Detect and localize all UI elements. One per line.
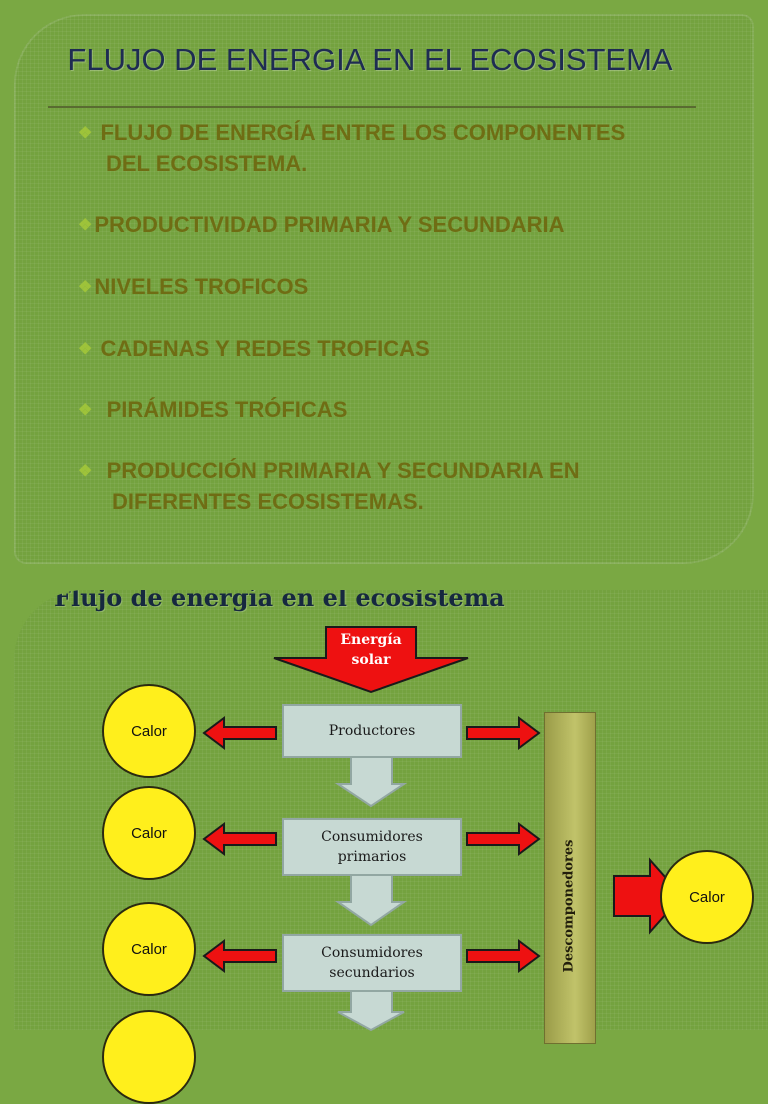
solar-energy-arrow-icon — [273, 626, 469, 694]
solar-energy-line-1: Energía — [340, 632, 402, 648]
level-consumidores-secundarios-line-1: Consumidores — [321, 945, 423, 961]
title-divider — [48, 106, 696, 108]
bullet-diamond-icon: ❖ — [78, 402, 93, 419]
bullet-3: ❖NIVELES TROFICOS — [78, 272, 308, 303]
bullet-4: ❖ CADENAS Y REDES TROFICAS — [78, 334, 430, 365]
solar-energy-line-2: solar — [351, 652, 391, 668]
slide-2-title: Flujo de energía en el ecosistema — [54, 590, 505, 612]
descomponedores-bar — [544, 712, 596, 1044]
calor-label-2: Calor — [131, 824, 167, 842]
level-consumidores-primarios-line-1: Consumidores — [321, 829, 423, 845]
level-productores: Productores — [282, 704, 462, 758]
bullet-6-line-2: DIFERENTES ECOSISTEMAS. — [112, 489, 424, 514]
slide-1 — [14, 14, 754, 564]
bullet-2: ❖PRODUCTIVIDAD PRIMARIA Y SECUNDARIA — [78, 210, 565, 241]
bullet-5: ❖ PIRÁMIDES TRÓFICAS — [78, 395, 347, 426]
heat-loss-arrows-icon — [202, 716, 684, 973]
bullet-3-text: NIVELES TROFICOS — [94, 274, 309, 299]
calor-label-descomponedores: Calor — [689, 888, 725, 906]
flow-down-arrow-icon — [334, 755, 408, 1032]
level-productores-label: Productores — [328, 723, 416, 739]
calor-circle-3: Calor — [102, 902, 196, 996]
bullet-diamond-icon: ❖ — [78, 279, 93, 296]
bullet-5-text: PIRÁMIDES TRÓFICAS — [106, 397, 348, 422]
bullet-diamond-icon: ❖ — [78, 217, 93, 234]
bullet-1-line-2: DEL ECOSISTEMA. — [106, 151, 308, 176]
calor-label-3: Calor — [131, 940, 167, 958]
bullet-4-text: CADENAS Y REDES TROFICAS — [100, 336, 430, 361]
level-consumidores-primarios-line-2: primarios — [337, 849, 407, 865]
bullet-diamond-icon: ❖ — [78, 341, 93, 358]
bullet-diamond-icon: ❖ — [78, 125, 93, 142]
calor-circle-2: Calor — [102, 786, 196, 880]
level-consumidores-secundarios-line-2: secundarios — [329, 965, 415, 981]
level-consumidores-secundarios: Consumidores secundarios — [282, 934, 462, 992]
calor-circle-1: Calor — [102, 684, 196, 778]
bullet-6-line-1: PRODUCCIÓN PRIMARIA Y SECUNDARIA EN — [106, 458, 580, 483]
bullet-diamond-icon: ❖ — [78, 463, 93, 480]
bullet-1: ❖ FLUJO DE ENERGÍA ENTRE LOS COMPONENTES… — [78, 118, 625, 179]
bullet-2-text: PRODUCTIVIDAD PRIMARIA Y SECUNDARIA — [94, 212, 565, 237]
bullet-1-line-1: FLUJO DE ENERGÍA ENTRE LOS COMPONENTES — [100, 120, 626, 145]
slide-1-title: FLUJO DE ENERGIA EN EL ECOSISTEMA — [67, 42, 673, 77]
calor-circle-4 — [102, 1010, 196, 1104]
level-consumidores-primarios: Consumidores primarios — [282, 818, 462, 876]
solar-energy-label: Energía solar — [321, 630, 421, 670]
calor-circle-descomponedores: Calor — [660, 850, 754, 944]
calor-label-1: Calor — [131, 722, 167, 740]
descomponedores-label: Descomponedores — [561, 839, 577, 973]
bullet-6: ❖ PRODUCCIÓN PRIMARIA Y SECUNDARIA EN DI… — [78, 456, 580, 517]
